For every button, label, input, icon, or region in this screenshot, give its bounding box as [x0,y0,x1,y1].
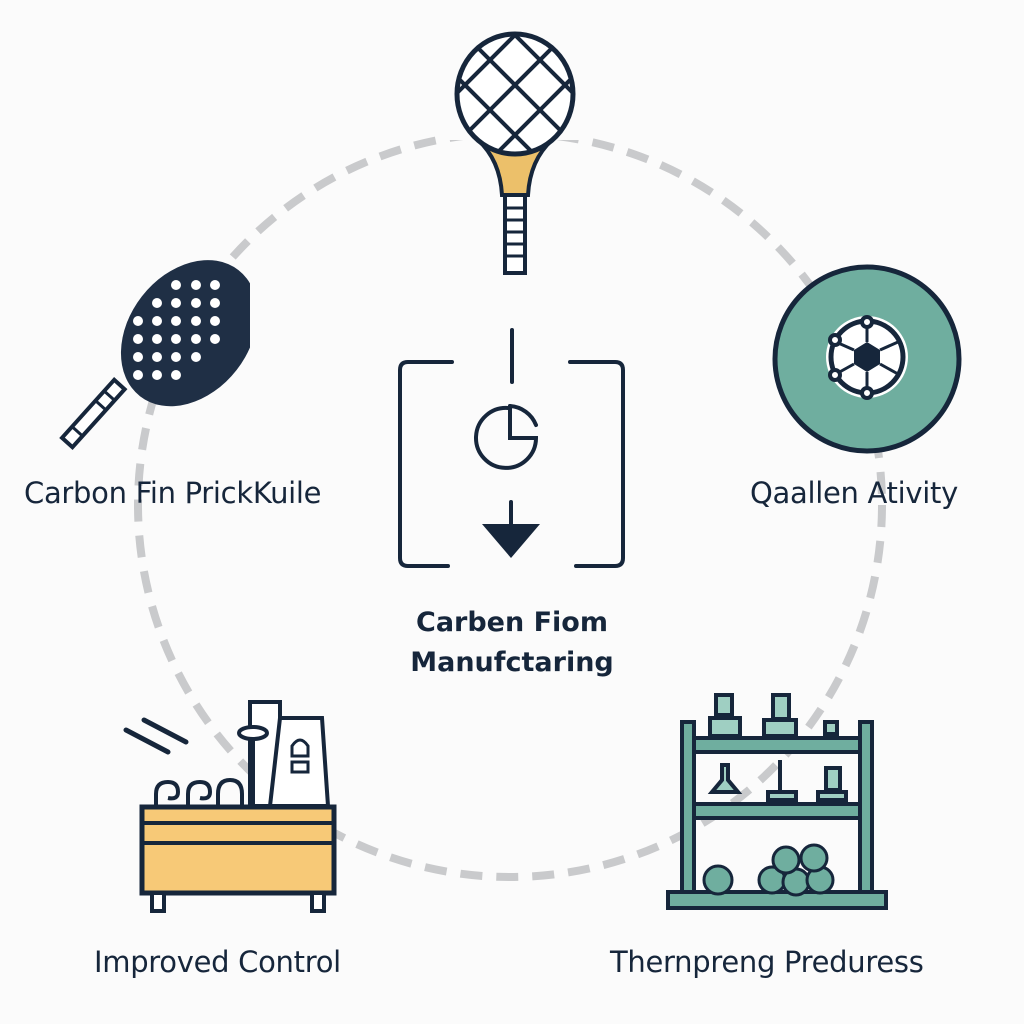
shelf-equipment-icon [666,693,888,910]
factory-icon [123,700,337,913]
node-label-right: Qaallen Ativity [750,476,958,510]
node-label-left: Carbon Fin PrickKuile [24,476,322,510]
node-label-bottom-left: Improved Control [94,945,341,979]
center-title-line2: Manufctaring [410,647,614,678]
tennis-racket-icon [440,31,590,275]
chart-process-icon [398,328,625,568]
center-title-line1: Carben Fiom [416,607,608,638]
node-label-bottom-right: Thernpreng Preduress [610,945,924,979]
soccer-ball-disc-icon [772,264,962,454]
center-title: Carben Fiom Manufctaring [362,603,662,683]
pickleball-paddle-icon [59,260,250,451]
